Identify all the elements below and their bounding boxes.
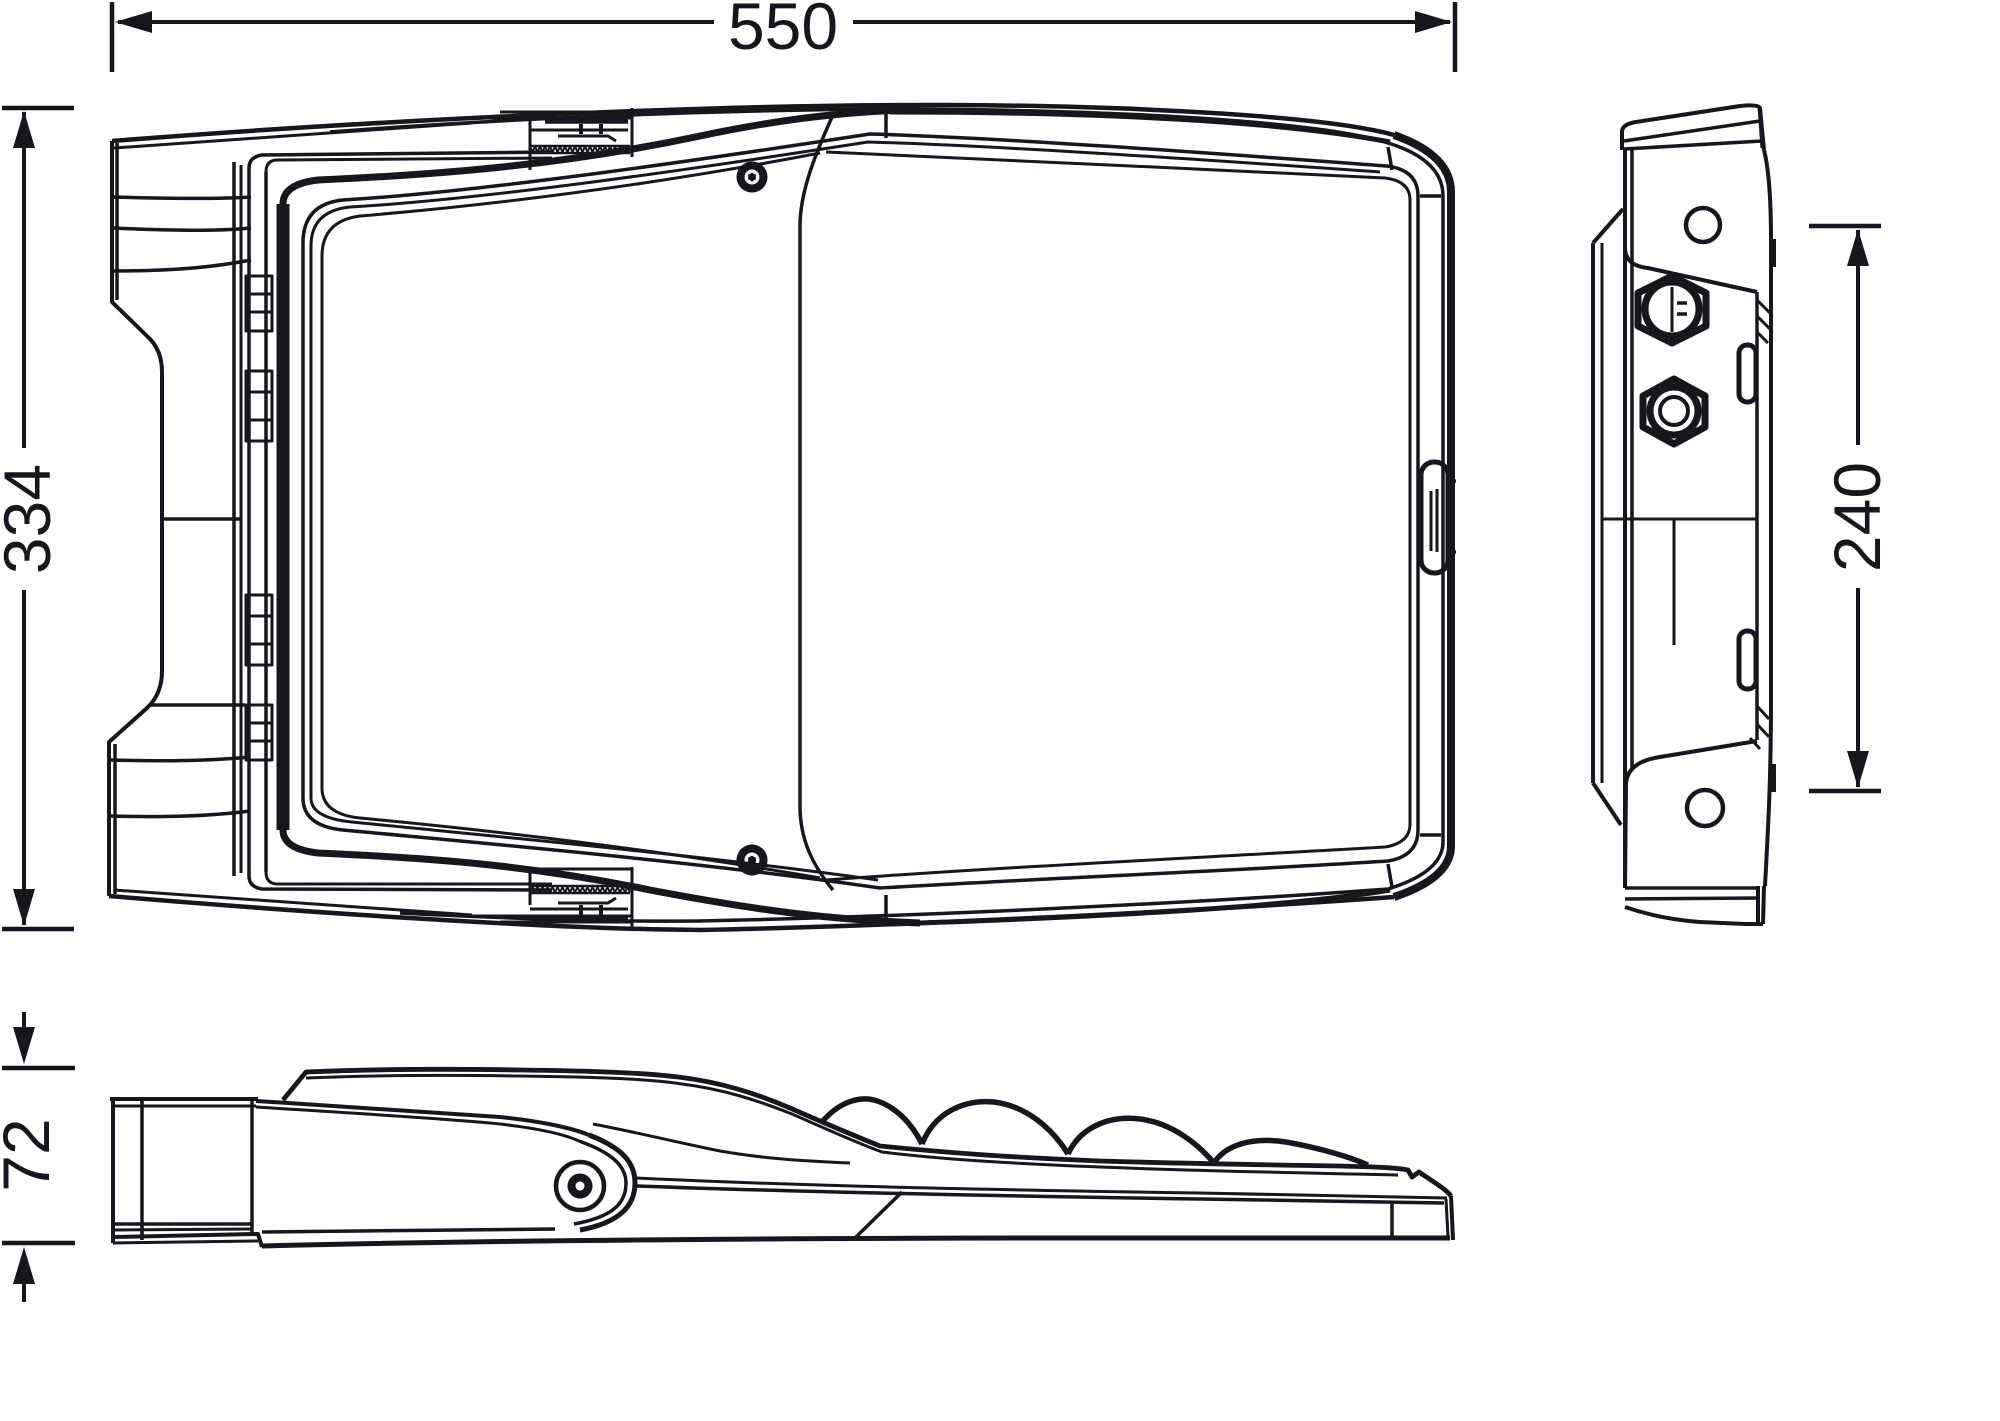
- svg-text:72: 72: [0, 1118, 63, 1191]
- svg-text:240: 240: [1820, 462, 1894, 572]
- svg-text:334: 334: [0, 464, 64, 574]
- svg-text:550: 550: [728, 0, 838, 63]
